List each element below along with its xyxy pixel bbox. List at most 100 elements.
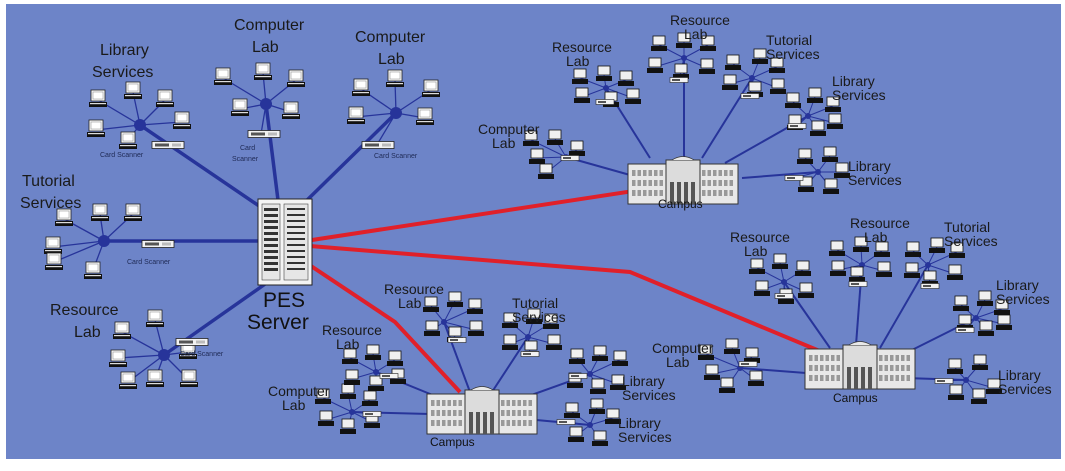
- campus-2-label-library2-line1: Library: [998, 367, 1041, 383]
- computer-icon: [563, 402, 581, 419]
- label-lab1-line2: Lab: [252, 39, 279, 56]
- hub-node: [859, 262, 865, 268]
- campus-1-label-library1-line2: Services: [832, 87, 886, 103]
- card-scanner-icon: [955, 327, 975, 333]
- computer-icon: [537, 163, 555, 180]
- card-scanner-icon: [362, 411, 382, 417]
- computer-icon: [422, 296, 440, 313]
- campus-2-label-resource2-line1: Resource: [850, 215, 910, 231]
- computer-icon: [595, 65, 613, 82]
- campus-2-label-resource2-line2: Lab: [864, 229, 888, 245]
- hub-nodes: [98, 98, 402, 361]
- hub-node: [587, 371, 593, 377]
- campus-1-label-resource1-line1: Resource: [552, 39, 612, 55]
- campus-3-label-library1-line1: Library: [622, 373, 665, 389]
- computer-icon: [875, 261, 893, 278]
- computer-icon: [386, 350, 404, 367]
- computer-icon: [723, 338, 741, 355]
- wan-link-campus-1: [311, 188, 641, 242]
- campus-1-label-library2-line1: Library: [848, 158, 891, 174]
- computer-icon: [977, 320, 995, 337]
- scanner-label-tutorial: Card Scanner: [127, 259, 171, 266]
- hub-node: [805, 113, 811, 119]
- computer-icon: [343, 369, 361, 386]
- label-lab2-line1: Computer: [355, 29, 426, 46]
- label-library-line1: Library: [100, 42, 149, 59]
- campus-1-label-resource1-line2: Lab: [566, 53, 590, 69]
- computer-icon: [546, 129, 564, 146]
- card-scanner-icon: [934, 378, 954, 384]
- computer-icon: [904, 241, 922, 258]
- computer-icon: [591, 430, 609, 447]
- card-scanner-icon: [379, 373, 399, 379]
- hub-node: [603, 85, 609, 91]
- campus-2-label-library1-line1: Library: [996, 277, 1039, 293]
- computer-icon: [339, 383, 357, 400]
- campus-1-label-tutorial-line2: Services: [766, 46, 820, 62]
- server-label-line2: Server: [247, 311, 309, 334]
- card-scanner-icon: [568, 373, 588, 379]
- link-lab2: [298, 111, 398, 209]
- computer-icon: [976, 290, 994, 307]
- campus-3-label-computer-line2: Lab: [282, 397, 306, 413]
- campus-2-label-computer-line1: Computer: [652, 340, 714, 356]
- campus-3-label-resource2-line1: Resource: [384, 281, 444, 297]
- computer-icon: [952, 295, 970, 312]
- wan-link-campus-3: [303, 260, 462, 394]
- computer-icon: [650, 35, 668, 52]
- card-scanner-icon: [784, 175, 804, 181]
- computer-icon: [748, 258, 766, 275]
- computer-icon: [769, 78, 787, 95]
- computer-icon: [611, 350, 629, 367]
- computer-icon: [747, 370, 765, 387]
- card-scanner-icon: [787, 123, 807, 129]
- campus-2-label-resource1-line1: Resource: [730, 229, 790, 245]
- campus-label: Campus: [833, 391, 878, 405]
- card-scanner-icon: [669, 77, 689, 83]
- computer-icon: [467, 320, 485, 337]
- hub-node: [587, 422, 593, 428]
- card-scanner-icon: [738, 361, 758, 367]
- wan-link-campus-2: [309, 244, 823, 354]
- campus-link: [443, 321, 471, 393]
- campus-3-label-library1-line2: Services: [622, 387, 676, 403]
- campus-2-label-library1-line2: Services: [996, 291, 1050, 307]
- computer-icon: [624, 88, 642, 105]
- computer-icon: [826, 113, 844, 130]
- computer-icon: [423, 320, 441, 337]
- hub-node: [781, 279, 787, 285]
- computer-icon: [928, 237, 946, 254]
- computer-icon: [672, 63, 690, 80]
- label-lab1-line1: Computer: [234, 17, 305, 34]
- computer-icon: [970, 388, 988, 405]
- campus-link: [879, 264, 929, 349]
- card-scanner-icon: [740, 93, 760, 99]
- computer-icon: [317, 410, 335, 427]
- computer-icon: [571, 68, 589, 85]
- label-tutorial-line1: Tutorial: [22, 173, 75, 190]
- computer-icon: [794, 260, 812, 277]
- label-resource-line1: Resource: [50, 302, 119, 319]
- hub-node: [373, 369, 379, 375]
- computer-icon: [698, 58, 716, 75]
- computer-icon: [361, 390, 379, 407]
- campus-link: [491, 336, 529, 393]
- computer-icon: [703, 364, 721, 381]
- label-library-line2: Services: [92, 64, 153, 81]
- campus-1-label-computer-line2: Lab: [492, 135, 516, 151]
- card-scanner-icon: [774, 293, 794, 299]
- scanner-label-resource: Card Scanner: [180, 351, 224, 358]
- hub-resource: [158, 349, 170, 361]
